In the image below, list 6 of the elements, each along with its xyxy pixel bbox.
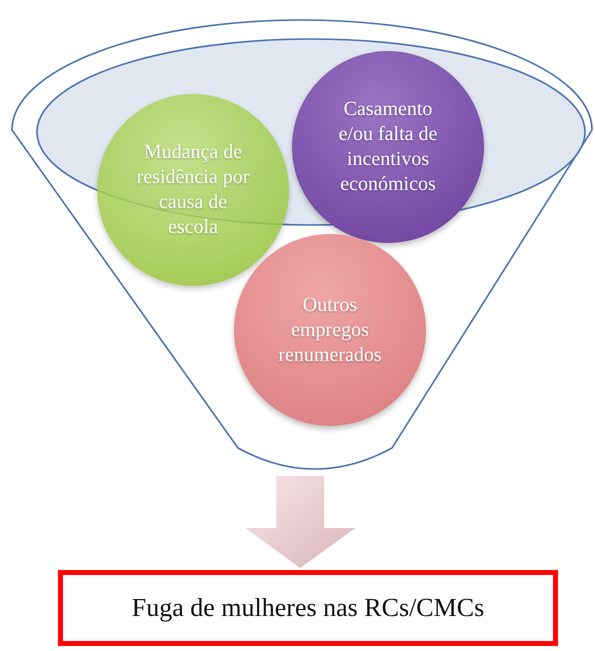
cause-text: Casamento e/ou falta de incentivos económicos: [338, 97, 438, 197]
result-box: [58, 570, 558, 646]
result-text: Fuga de mulheres nas RCs/CMCs: [132, 593, 484, 623]
cause-text: Outros empregos renumerados: [277, 292, 383, 368]
block-arrow: [245, 476, 356, 568]
cause-text: Mudança de residência por causa de escola: [136, 140, 250, 240]
